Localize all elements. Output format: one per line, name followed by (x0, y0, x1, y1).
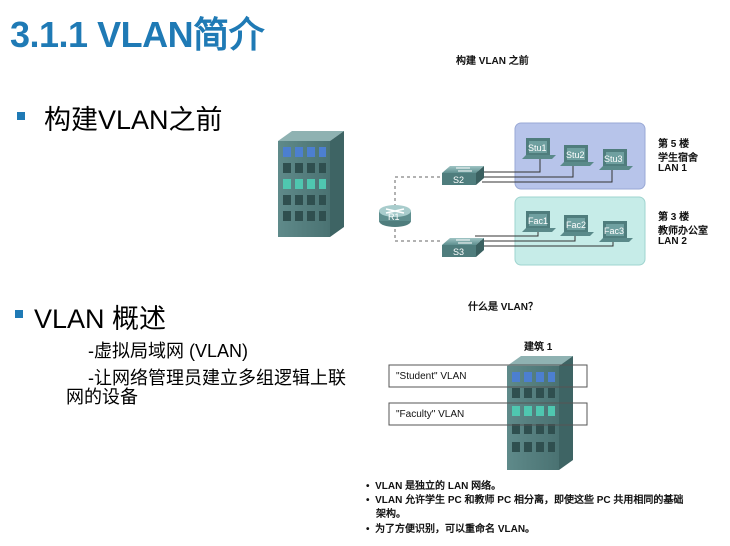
pc-fac1-label: Fac1 (528, 216, 548, 226)
faculty-vlan-box (388, 402, 588, 426)
pc-stu3-label: Stu3 (604, 154, 623, 164)
pc-stu2-label: Stu2 (566, 150, 585, 160)
student-vlan-box (388, 364, 588, 388)
note-item: • 为了方便识别，可以重命名 VLAN。 (366, 524, 536, 535)
router-label: R1 (388, 212, 400, 222)
lan1-dorm-label: 学生宿舍 (658, 153, 698, 164)
sub-group-devices-line2: 网的设备 (66, 387, 138, 407)
lan1-floor-label: 第 5 楼 (658, 139, 690, 150)
switch-icon (442, 238, 484, 257)
pc-icon (599, 149, 633, 170)
vlan-building-diagram (388, 356, 588, 470)
link-r1-s2 (394, 176, 442, 207)
sub-virtual-lan: -虚拟局域网 (VLAN) (88, 341, 249, 361)
building-icon (278, 131, 344, 237)
lan2-name-label: LAN 2 (658, 236, 687, 247)
pc-fac2-label: Fac2 (566, 220, 586, 230)
bullet-before-vlan: 构建VLAN之前 (44, 105, 223, 135)
pc-icon (522, 138, 556, 159)
switch-s3-label: S3 (453, 247, 464, 257)
pc-icon (522, 211, 556, 232)
sub-group-devices-line1: -让网络管理员建立多组逻辑上联 (88, 368, 346, 388)
network-diagram-before-vlan: R1 S2 S3 Stu1 Stu2 Stu3 Fac1 Fac2 (278, 122, 646, 266)
bottom-diagram-caption: 什么是 VLAN？ (468, 302, 538, 313)
lan2-floor-label: 第 3 楼 (658, 212, 690, 223)
bullet-marker (15, 310, 23, 318)
note-item: • VLAN 是独立的 LAN 网络。 (366, 481, 502, 492)
pc-icon (560, 145, 594, 166)
note-item: • VLAN 允许学生 PC 和教师 PC 相分离，即使这些 PC 共用相同的基… (366, 495, 684, 506)
pc-stu1-label: Stu1 (528, 143, 547, 153)
pc-icon (560, 215, 594, 236)
top-diagram-caption: 构建 VLAN 之前 (456, 56, 529, 67)
building-icon (507, 356, 573, 470)
lan1-name-label: LAN 1 (658, 163, 687, 174)
router-icon (379, 205, 411, 227)
switch-icon (442, 166, 484, 185)
lan2-office-label: 教师办公室 (658, 226, 708, 237)
pc-icon (599, 221, 633, 242)
link-r1-s3 (394, 223, 442, 242)
building-label: 建筑 1 (524, 342, 553, 353)
pc-fac3-label: Fac3 (604, 226, 624, 236)
note-item-continued: 架构。 (376, 509, 406, 520)
student-vlan-label: "Student" VLAN (396, 371, 467, 382)
faculty-vlan-label: "Faculty" VLAN (396, 409, 465, 420)
switch-s2-label: S2 (453, 175, 464, 185)
bullet-marker (17, 112, 25, 120)
bullet-vlan-overview: VLAN 概述 (34, 304, 167, 334)
slide-title: 3.1.1 VLAN简介 (10, 14, 265, 55)
